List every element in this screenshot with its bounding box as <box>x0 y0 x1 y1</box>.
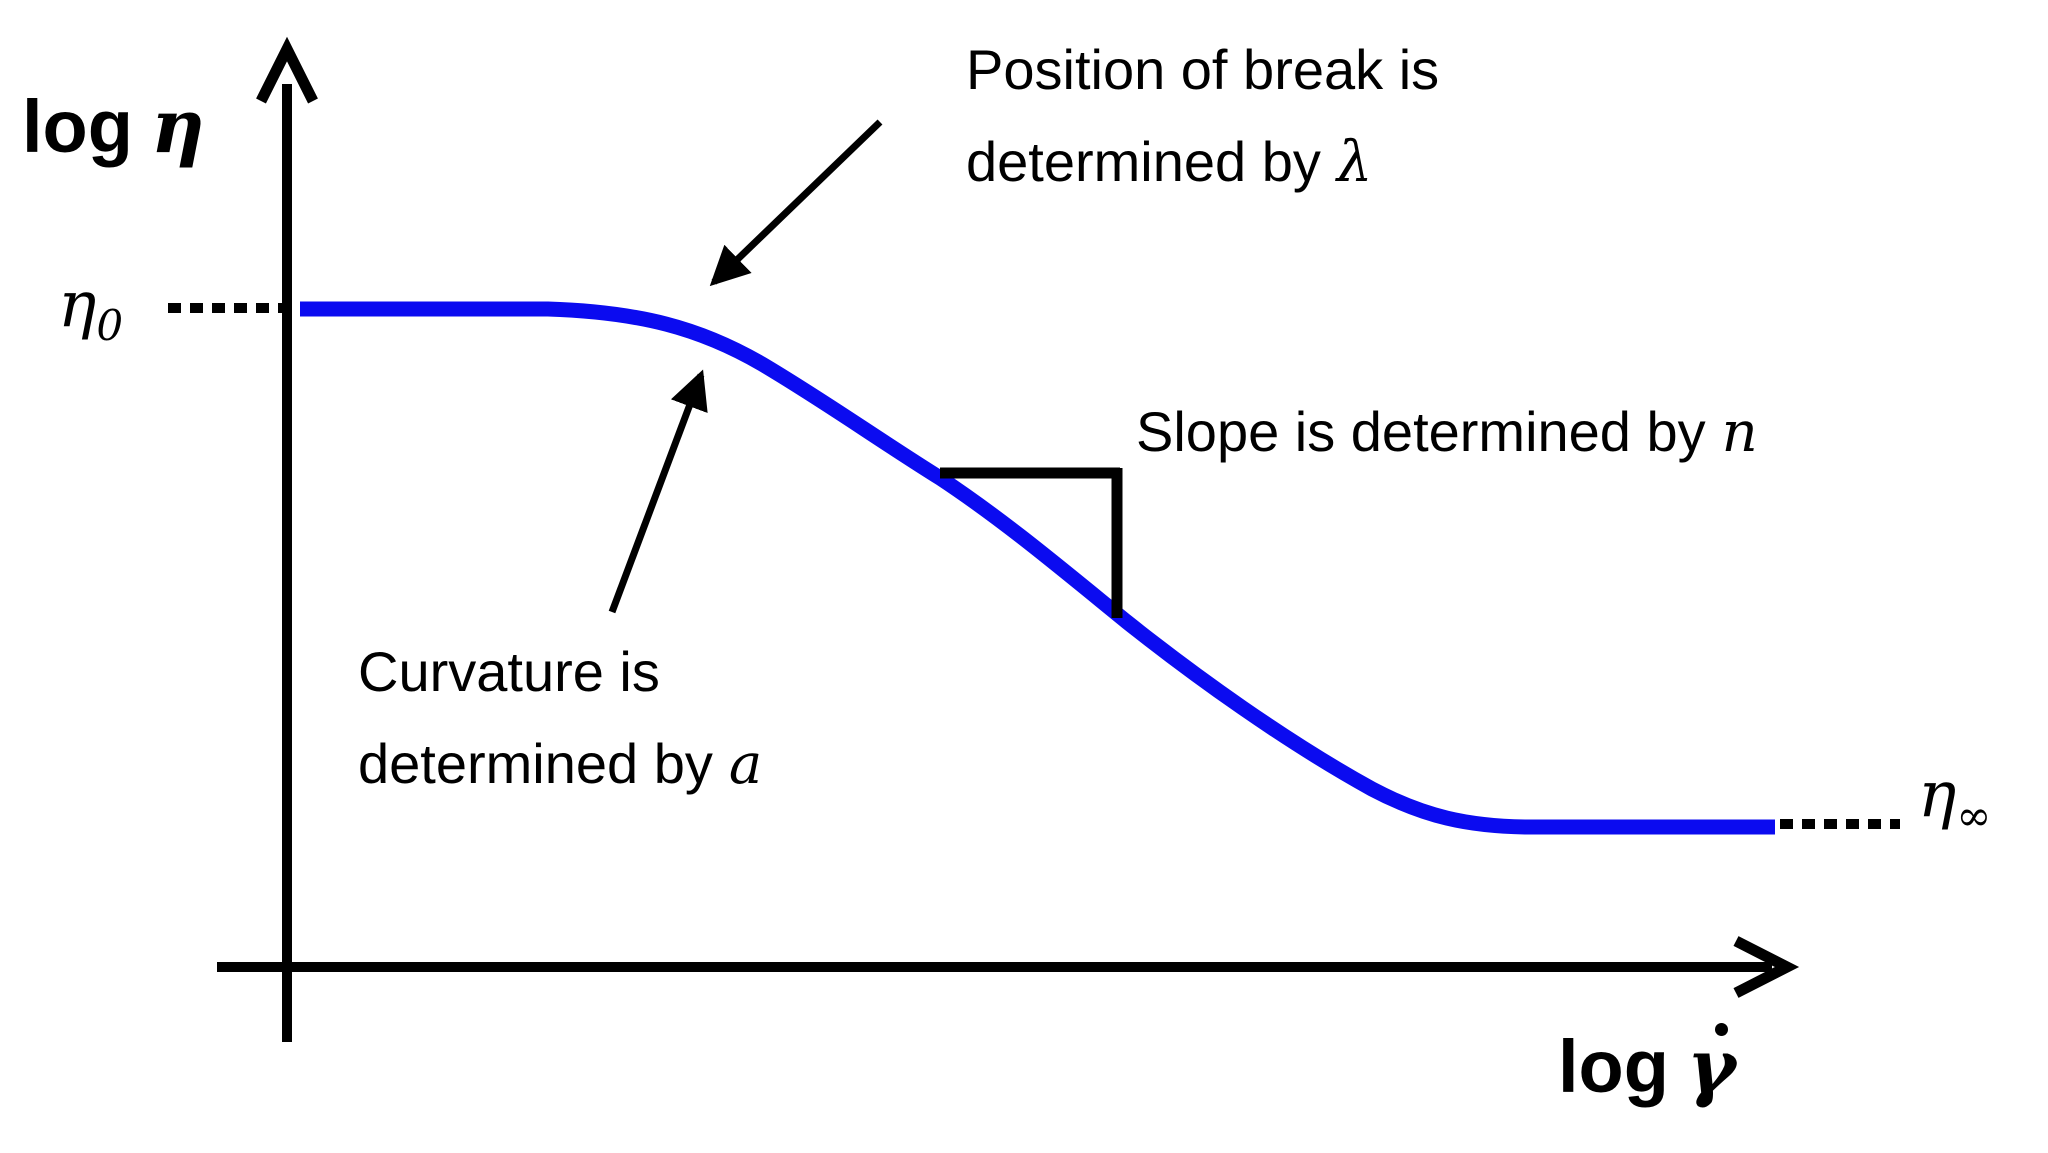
eta-symbol: η <box>1918 758 1957 832</box>
viscosity-curve <box>300 301 1775 835</box>
y-axis-label-prefix: log <box>22 85 133 168</box>
eta-inf-subscript: ∞ <box>1956 791 1992 840</box>
eta-symbol: η <box>150 84 205 170</box>
y-axis-arrowhead-icon <box>256 36 318 104</box>
eta-symbol: η <box>58 268 97 342</box>
curvature-annotation-line1: Curvature is <box>358 640 660 703</box>
gamma-symbol: γ <box>1686 1024 1736 1110</box>
eta0-label: η0 <box>58 268 123 347</box>
lambda-symbol: λ <box>1336 130 1373 195</box>
break-annotation-line2-text: determined by <box>966 130 1321 193</box>
curvature-annotation-arrow-icon <box>608 369 708 614</box>
eta-inf-label: η∞ <box>1918 758 1991 837</box>
x-axis-arrowhead-icon <box>1733 936 1800 998</box>
eta0-subscript: 0 <box>96 301 124 350</box>
break-annotation-line1: Position of break is <box>966 38 1440 101</box>
break-annotation-arrow-icon <box>709 119 883 287</box>
slope-annotation-text: Slope is determined by <box>1136 400 1706 463</box>
x-axis-label-prefix: log <box>1558 1025 1669 1108</box>
a-symbol: a <box>728 732 763 797</box>
curvature-annotation-line2-text: determined by <box>358 732 713 795</box>
n-symbol: n <box>1721 400 1758 465</box>
gamma-dot-symbol: γ <box>1686 1023 1736 1110</box>
slope-triangle <box>940 467 1123 618</box>
overdot-icon <box>1714 1023 1728 1036</box>
